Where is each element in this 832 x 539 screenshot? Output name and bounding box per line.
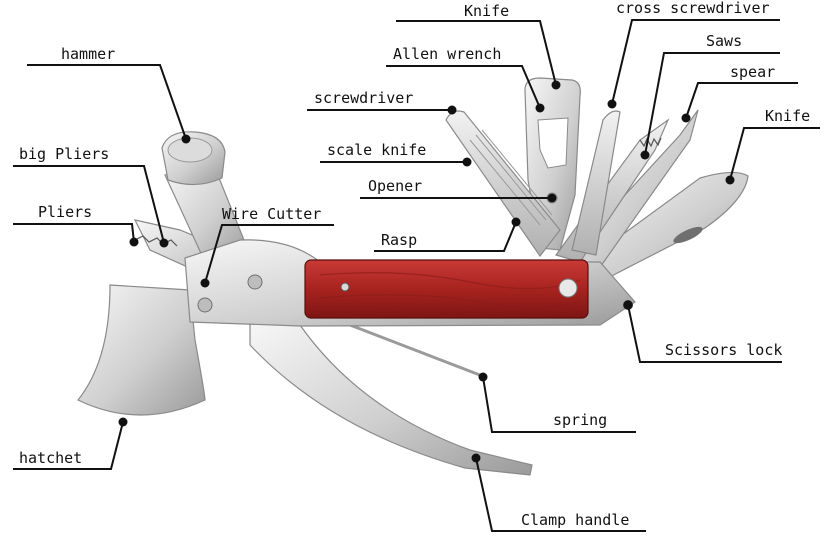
dot-screwdriver xyxy=(447,105,457,115)
pliers-teeth xyxy=(134,235,178,247)
dot-hammer xyxy=(181,134,191,144)
dot-hatchet xyxy=(118,417,128,427)
dot-knife-top xyxy=(551,80,561,90)
leader-allen-wrench xyxy=(386,65,541,109)
dot-pliers xyxy=(129,237,139,247)
label-screwdriver: screwdriver xyxy=(314,89,413,107)
wood-handle xyxy=(304,259,589,319)
leader-cross-screwdriver xyxy=(611,19,780,105)
leader-spear xyxy=(685,82,798,119)
label-wire-cutter: Wire Cutter xyxy=(222,205,321,223)
cross-screwdriver-shaft xyxy=(571,110,621,256)
hammer-face xyxy=(167,137,213,163)
dot-allen-wrench xyxy=(535,103,545,113)
label-pliers: Pliers xyxy=(38,203,92,221)
saw-teeth xyxy=(639,137,662,148)
label-scissors-lock: Scissors lock xyxy=(665,341,782,359)
label-knife-right: Knife xyxy=(765,107,810,125)
dot-cross-screwdriver xyxy=(607,99,617,109)
spring-wire xyxy=(349,323,486,379)
dot-clamp-handle xyxy=(471,453,481,463)
label-opener: Opener xyxy=(368,177,422,195)
leader-pliers xyxy=(13,223,135,243)
label-big-pliers: big Pliers xyxy=(19,145,109,163)
rasp-file xyxy=(445,110,561,258)
leader-big-pliers xyxy=(13,165,165,244)
leader-scissors-lock xyxy=(627,304,782,363)
knife-right-blade xyxy=(584,171,749,283)
wood-grain xyxy=(319,272,581,311)
dot-spear xyxy=(681,113,691,123)
leader-hatchet xyxy=(13,421,124,470)
leader-saws xyxy=(644,52,780,156)
dot-saws xyxy=(640,150,650,160)
label-allen-wrench: Allen wrench xyxy=(393,45,501,63)
leader-clamp-handle xyxy=(475,457,646,532)
handle-rivet-right xyxy=(558,278,578,298)
leader-knife-right xyxy=(729,127,820,181)
handle-rivet-left xyxy=(340,282,350,292)
dot-scissors-lock xyxy=(623,300,633,310)
label-hammer: hammer xyxy=(61,45,115,63)
leader-spring xyxy=(482,376,636,433)
leader-lines xyxy=(13,19,820,532)
dot-opener xyxy=(547,193,557,203)
dot-wire-cutter xyxy=(200,278,210,288)
label-knife-top: Knife xyxy=(464,2,509,20)
pivot-rivet-left xyxy=(197,297,213,313)
dot-scale-knife xyxy=(462,157,472,167)
dot-rasp xyxy=(511,217,521,227)
dot-big-pliers xyxy=(159,238,169,248)
pivot-rivet-mid xyxy=(247,274,263,290)
allen-wrench-cutout xyxy=(537,117,569,169)
label-saws: Saws xyxy=(706,32,742,50)
leader-hammer xyxy=(27,64,187,140)
label-clamp-handle: Clamp handle xyxy=(521,511,629,529)
knife-nail-nick xyxy=(673,226,703,244)
label-hatchet: hatchet xyxy=(19,449,82,467)
leader-rasp xyxy=(374,221,517,252)
dot-spring xyxy=(478,372,488,382)
dot-knife-right xyxy=(725,175,735,185)
leader-knife-top xyxy=(396,20,557,86)
multitool-illustration xyxy=(77,77,749,476)
leader-wire-cutter xyxy=(204,224,334,284)
label-spring: spring xyxy=(553,411,607,429)
part-labels: Knife cross screwdriver hammer Allen wre… xyxy=(19,0,810,529)
label-rasp: Rasp xyxy=(381,231,417,249)
label-cross-screwdriver: cross screwdriver xyxy=(616,0,770,17)
label-scale-knife: scale knife xyxy=(327,141,426,159)
clamp-handle-arm xyxy=(249,321,533,476)
label-spear: spear xyxy=(730,63,775,81)
rasp-texture xyxy=(469,129,553,226)
hatchet-blade xyxy=(77,284,206,416)
anchor-dots xyxy=(118,80,735,463)
